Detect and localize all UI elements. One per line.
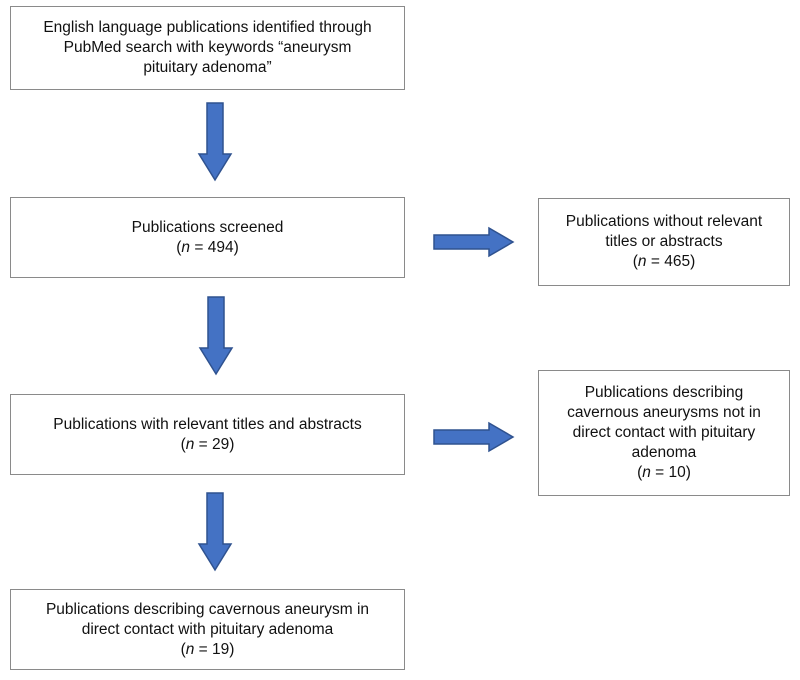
n-label: n	[185, 640, 195, 658]
final-box-count: (n = 19)	[180, 640, 235, 658]
n-value: = 465	[646, 253, 691, 270]
n-value: = 29	[194, 435, 230, 453]
search-box-line-1: English language publications identified…	[43, 19, 372, 36]
excluded-no-contact-count: (n = 10)	[637, 464, 691, 481]
n-value: = 494	[190, 238, 234, 256]
excluded-no-contact-line-2: cavernous aneurysms not in	[567, 404, 761, 421]
excluded-irrelevant-box: Publications without relevant titles or …	[538, 198, 790, 286]
relevant-box: Publications with relevant titles and ab…	[10, 394, 405, 475]
n-value: = 19	[194, 640, 230, 658]
relevant-box-title: Publications with relevant titles and ab…	[53, 415, 362, 433]
n-label: n	[181, 238, 191, 256]
down-arrow-icon	[197, 102, 233, 182]
n-label: n	[642, 464, 651, 481]
excluded-irrelevant-line-1: Publications without relevant	[565, 213, 763, 230]
down-arrow-icon	[198, 296, 234, 376]
n-label: n	[185, 435, 195, 453]
n-label: n	[637, 253, 647, 270]
final-box-line-2: direct contact with pituitary adenoma	[81, 620, 334, 638]
relevant-box-count: (n = 29)	[180, 435, 235, 453]
screened-box-count: (n = 494)	[176, 238, 239, 256]
search-box-line-3: pituitary adenoma”	[143, 59, 272, 76]
right-arrow-icon	[433, 421, 515, 453]
excluded-irrelevant-count: (n = 465)	[632, 253, 696, 270]
excluded-no-contact-line-3: direct contact with pituitary	[572, 424, 756, 441]
final-box-line-1: Publications describing cavernous aneury…	[45, 600, 370, 618]
search-box: English language publications identified…	[10, 6, 405, 90]
screened-box-title: Publications screened	[131, 218, 284, 236]
excluded-no-contact-line-4: adenoma	[631, 444, 697, 461]
excluded-no-contact-box: Publications describing cavernous aneury…	[538, 370, 790, 496]
n-value: = 10	[650, 464, 686, 481]
search-box-line-2: PubMed search with keywords “aneurysm	[63, 39, 352, 56]
screened-box: Publications screened (n = 494)	[10, 197, 405, 278]
right-arrow-icon	[433, 226, 515, 258]
excluded-irrelevant-line-2: titles or abstracts	[605, 233, 723, 250]
final-box: Publications describing cavernous aneury…	[10, 589, 405, 670]
down-arrow-icon	[197, 492, 233, 572]
excluded-no-contact-line-1: Publications describing	[584, 384, 744, 401]
